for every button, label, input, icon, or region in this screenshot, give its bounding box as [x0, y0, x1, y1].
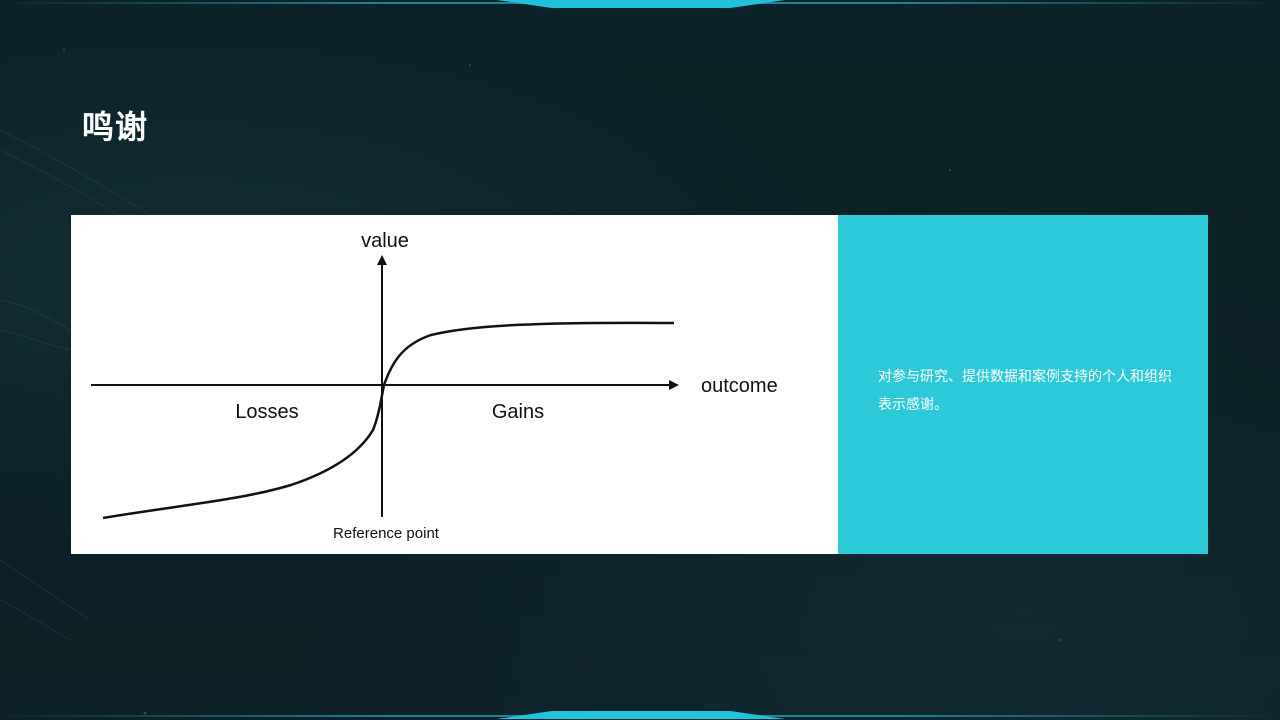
- bottom-accent-tab: [497, 711, 785, 719]
- reference-point-label: Reference point: [333, 525, 440, 542]
- top-accent-tab: [497, 0, 785, 8]
- value-curve: [102, 321, 675, 520]
- acknowledgement-panel: 对参与研究、提供数据和案例支持的个人和组织表示感谢。: [838, 215, 1208, 554]
- y-axis-label: value: [361, 230, 409, 252]
- value-function-diagram: value outcome Losses Gains Reference poi…: [71, 215, 838, 554]
- acknowledgement-text: 对参与研究、提供数据和案例支持的个人和组织表示感谢。: [878, 369, 1172, 413]
- losses-label: Losses: [235, 401, 298, 423]
- gains-label: Gains: [492, 401, 544, 423]
- page-title: 鸣谢: [82, 108, 149, 146]
- x-axis-label: outcome: [701, 375, 778, 397]
